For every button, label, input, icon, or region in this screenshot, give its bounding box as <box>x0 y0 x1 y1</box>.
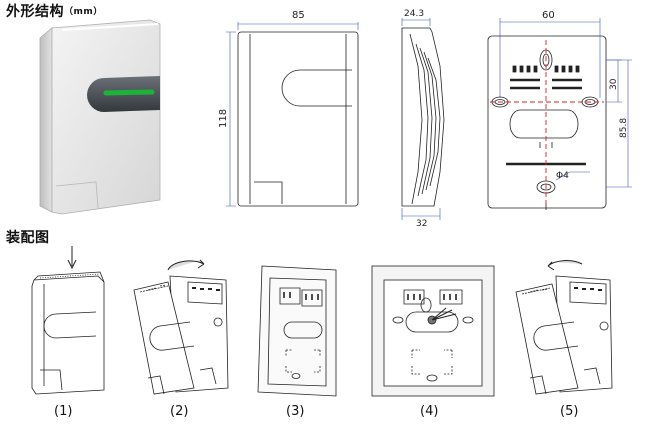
dim-hole: Φ4 <box>556 171 569 181</box>
assembly-step-1 <box>31 246 105 395</box>
green-led-strip <box>103 89 155 96</box>
dim-side-top: 24.3 <box>404 9 424 19</box>
step-label-4: (4) <box>420 404 439 419</box>
structure-heading: 外形结构（mm） <box>6 4 103 20</box>
assembly-step-5 <box>515 260 613 395</box>
dim-back-height: 85.8 <box>619 118 629 138</box>
structure-heading-text: 外形结构 <box>6 4 64 20</box>
terminal-pins-left <box>512 65 538 73</box>
assembly-step-3 <box>257 265 337 397</box>
assembly-step-2 <box>133 259 229 395</box>
dim-side-bottom: 32 <box>416 219 427 229</box>
side-view-drawing <box>401 18 445 220</box>
rotate-arrow-icon <box>167 259 205 271</box>
back-view-drawing <box>487 35 607 210</box>
step-label-3: (3) <box>286 404 305 419</box>
center-lines <box>490 40 604 206</box>
back-dimension-lines <box>499 18 632 188</box>
assembly-heading: 装配图 <box>6 230 50 246</box>
assembly-step-4 <box>371 265 495 397</box>
dim-front-width: 85 <box>292 10 305 21</box>
assembly-heading-text: 装配图 <box>6 230 50 246</box>
front-view-drawing <box>226 22 359 207</box>
dim-front-height: 118 <box>218 109 229 128</box>
product-photo <box>39 19 161 215</box>
down-arrow-icon <box>67 246 77 270</box>
terminal-pins-right <box>554 65 580 73</box>
rotate-back-arrow-icon <box>547 260 583 271</box>
step-label-5: (5) <box>560 404 579 419</box>
dim-back-upper: 30 <box>609 78 619 90</box>
step-label-2: (2) <box>170 404 189 419</box>
structure-unit: （mm） <box>64 7 103 17</box>
step-label-1: (1) <box>54 404 73 419</box>
dim-back-width: 60 <box>542 10 555 21</box>
